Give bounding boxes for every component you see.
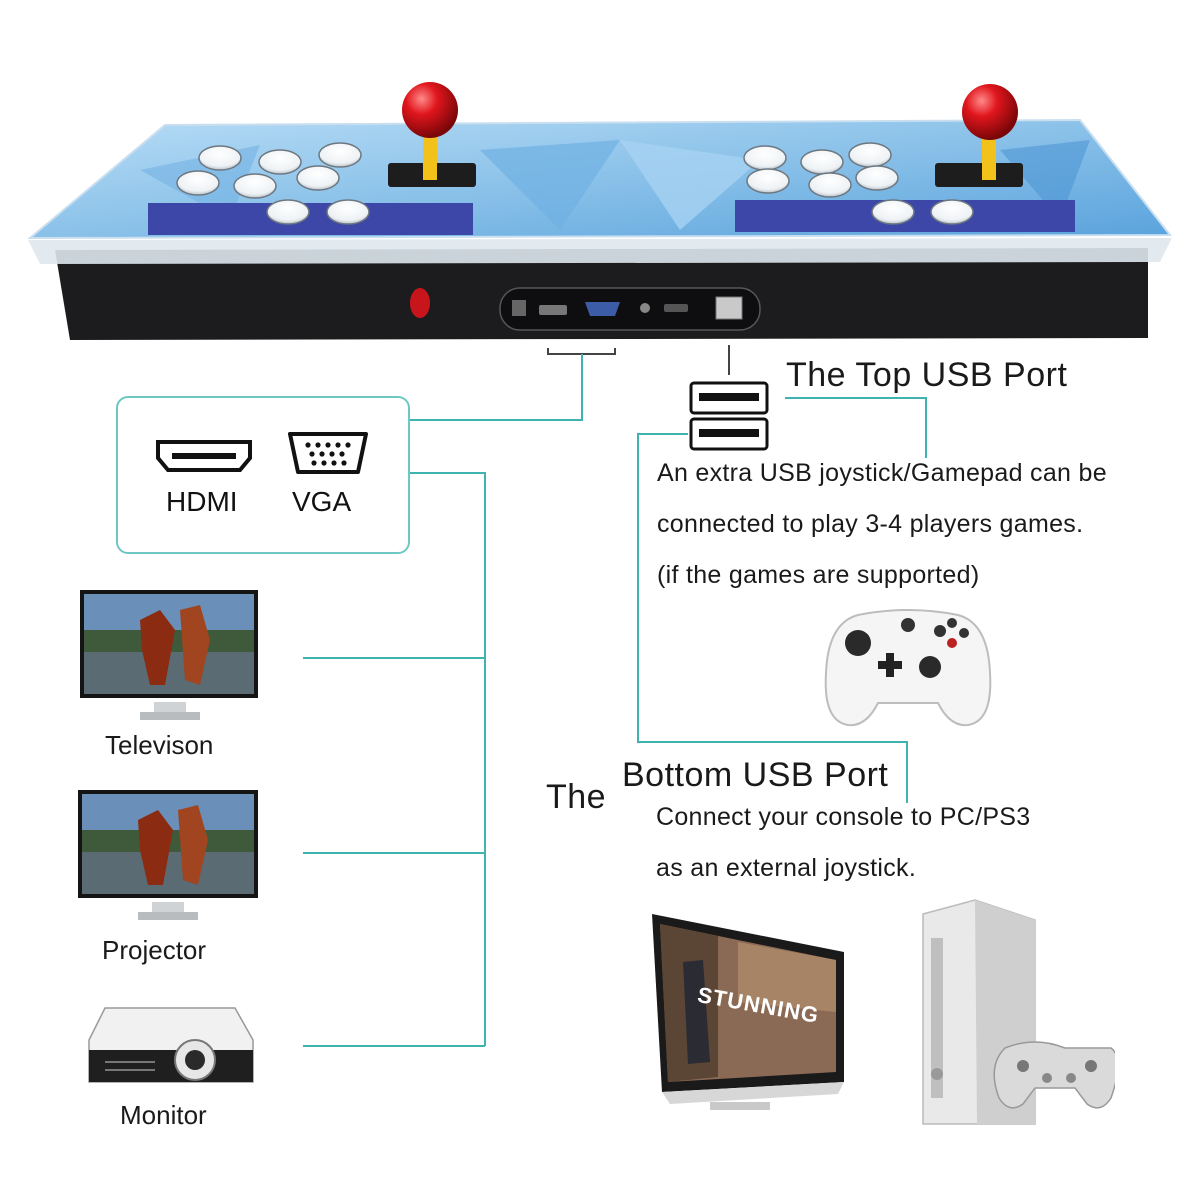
usb-port-icon — [689, 381, 769, 451]
bottom-usb-title: Bottom USB Port — [622, 756, 889, 794]
bottom-usb-line1: Connect your console to PC/PS3 — [656, 803, 1031, 831]
television-label: Televison — [105, 730, 214, 760]
top-usb-line1: An extra USB joystick/Gamepad can be — [657, 459, 1107, 487]
video-ports-box: HDMI VGA — [116, 396, 410, 554]
vga-label: VGA — [292, 486, 352, 517]
top-usb-title: The Top USB Port — [786, 356, 1068, 394]
hdmi-port-icon — [156, 440, 252, 472]
game-console — [915, 898, 1115, 1128]
monitor-device — [85, 1000, 255, 1092]
projector-device — [78, 790, 260, 925]
vga-port-icon — [288, 432, 368, 474]
monitor-label: Monitor — [120, 1100, 207, 1130]
hdmi-label: HDMI — [166, 486, 238, 517]
projector-label: Projector — [102, 935, 207, 965]
bottom-usb-line2: as an external joystick. — [656, 854, 917, 882]
top-usb-line2: connected to play 3-4 players games. — [657, 510, 1084, 538]
television-device — [80, 590, 260, 725]
gamepad-icon — [824, 609, 992, 727]
top-usb-line3: (if the games are supported) — [657, 561, 980, 589]
pc-monitor: STUNNING — [648, 912, 848, 1117]
bottom-usb-title-the: The — [546, 778, 607, 816]
arcade-console — [0, 0, 1200, 360]
